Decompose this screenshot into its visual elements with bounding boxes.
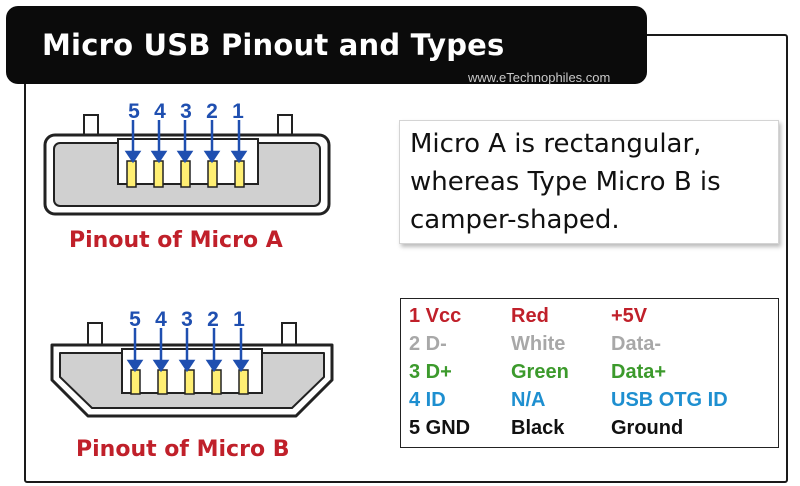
micro-b-pin-number: 3	[181, 308, 193, 331]
micro-a-pin-number: 2	[206, 100, 218, 123]
micro-a-pin-number: 1	[232, 100, 244, 123]
micro-b-latch-right	[281, 322, 297, 346]
wire-color-cell: White	[511, 333, 566, 355]
description-line: whereas Type Micro B is	[410, 167, 721, 197]
micro-a-pin-number: 3	[180, 100, 192, 123]
micro-a-pin-number: 4	[154, 100, 166, 123]
pin-table-row: 2 D- White Data-	[401, 333, 778, 361]
website-credit: www.eTechnophiles.com	[468, 70, 611, 85]
description-line: camper-shaped.	[410, 205, 620, 235]
function-cell: Data+	[611, 361, 667, 383]
wire-color-cell: N/A	[511, 389, 546, 411]
description-box: Micro A is rectangular, whereas Type Mic…	[399, 120, 779, 244]
micro-b-pin-arrows	[126, 328, 250, 373]
micro-b-pin-number: 4	[155, 308, 167, 331]
pin-table: 1 Vcc Red +5V 2 D- White Data- 3 D+ Gree…	[400, 298, 779, 448]
pin-table-row: 5 GND Black Ground	[401, 417, 778, 445]
wire-color-cell: Red	[511, 305, 549, 327]
micro-a-label: Pinout of Micro A	[69, 228, 283, 253]
micro-a-pin-numbers: 5 4 3 2 1	[121, 100, 251, 124]
micro-a-connector-diagram	[43, 114, 331, 216]
pin-table-row: 4 ID N/A USB OTG ID	[401, 389, 778, 417]
function-cell: Data-	[611, 333, 662, 355]
micro-a-pin-number: 5	[128, 100, 140, 123]
wire-color-cell: Black	[511, 417, 565, 439]
function-cell: USB OTG ID	[611, 389, 728, 411]
micro-b-pins	[130, 369, 249, 395]
micro-b-connector-diagram	[50, 322, 334, 418]
micro-b-pin-number: 1	[233, 308, 245, 331]
pin-table-row: 1 Vcc Red +5V	[401, 305, 778, 333]
function-cell: Ground	[611, 417, 684, 439]
function-cell: +5V	[611, 305, 648, 327]
pin-cell: 4 ID	[409, 389, 446, 411]
micro-b-pin-number: 5	[129, 308, 141, 331]
wire-color-cell: Green	[511, 361, 569, 383]
pin-cell: 2 D-	[409, 333, 447, 355]
micro-b-latch-left	[87, 322, 103, 346]
micro-b-label: Pinout of Micro B	[76, 437, 290, 462]
pin-cell: 1 Vcc	[409, 305, 462, 327]
micro-a-pin-arrows	[124, 120, 248, 164]
pin-cell: 5 GND	[409, 417, 471, 439]
micro-b-pin-numbers: 5 4 3 2 1	[122, 308, 252, 332]
description-line: Micro A is rectangular,	[410, 129, 702, 159]
title-banner: Micro USB Pinout and Types www.eTechnoph…	[6, 6, 647, 85]
page-title: Micro USB Pinout and Types	[42, 28, 505, 62]
pin-cell: 3 D+	[409, 361, 452, 383]
micro-b-pin-number: 2	[207, 308, 219, 331]
pin-table-row: 3 D+ Green Data+	[401, 361, 778, 389]
